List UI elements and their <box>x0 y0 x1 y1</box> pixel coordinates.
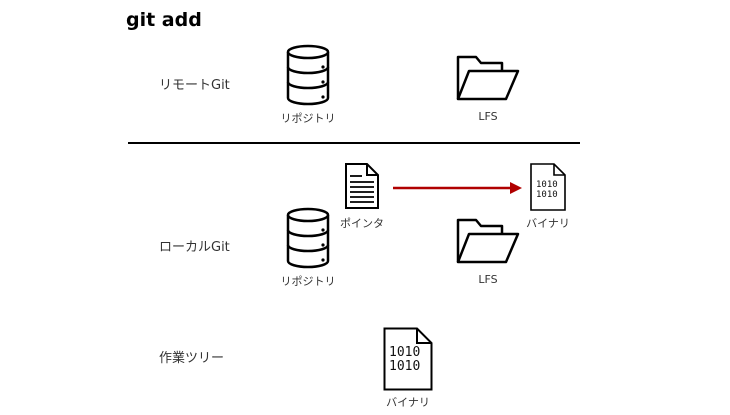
caption-local-lfs: LFS <box>478 273 498 286</box>
remote-local-divider <box>128 142 580 144</box>
document-lines-icon <box>345 163 379 209</box>
caption-remote-lfs: LFS <box>478 110 498 123</box>
diagram-title: git add <box>126 9 202 31</box>
row-label-local: ローカルGit <box>159 240 230 255</box>
database-icon <box>286 207 330 269</box>
binary-file-icon <box>530 163 566 211</box>
caption-worktree-binary: バイナリ <box>386 396 430 409</box>
caption-pointer: ポインタ <box>340 217 384 230</box>
row-label-worktree: 作業ツリー <box>159 351 225 366</box>
arrow-icon <box>393 182 522 194</box>
caption-local-binary: バイナリ <box>526 217 570 230</box>
row-label-remote: リモートGit <box>159 78 230 93</box>
folder-open-icon <box>456 218 520 264</box>
database-icon <box>286 44 330 106</box>
binary-text-line: 1010 <box>389 359 421 374</box>
binary-text-line: 1010 <box>536 180 558 190</box>
binary-text-line: 1010 <box>389 345 421 360</box>
binary-text-line: 1010 <box>536 190 558 200</box>
binary-file-icon <box>383 327 433 391</box>
caption-local-repository: リポジトリ <box>280 275 336 288</box>
folder-open-icon <box>456 55 520 101</box>
caption-remote-repository: リポジトリ <box>280 112 336 125</box>
